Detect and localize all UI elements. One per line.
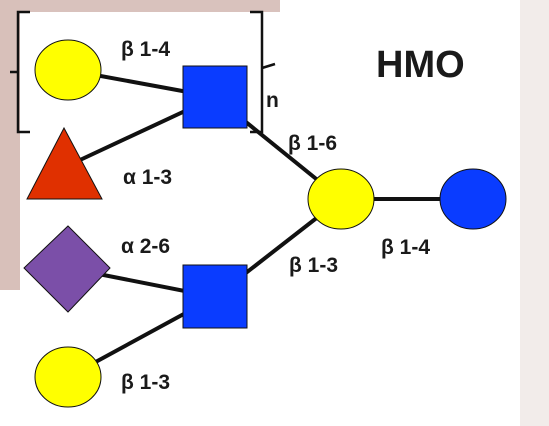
galactose-top-circle bbox=[34, 39, 102, 101]
residues bbox=[23, 39, 507, 408]
label-beta-1-4-core: β 1-4 bbox=[381, 236, 430, 259]
repeat-n-label: n bbox=[266, 89, 279, 112]
bracket-right-tick bbox=[261, 62, 276, 70]
fucose-triangle bbox=[26, 126, 103, 200]
label-alpha-2-6: α 2-6 bbox=[121, 235, 170, 258]
linkage-labels: β 1-4 α 1-3 β 1-6 β 1-4 β 1-3 α 2-6 β 1-… bbox=[121, 38, 465, 394]
label-alpha-1-3: α 1-3 bbox=[123, 166, 172, 189]
glcnac-bottom-square bbox=[182, 264, 248, 329]
glcnac-top-square bbox=[182, 65, 248, 129]
diagram-title: HMO bbox=[376, 44, 465, 86]
bracket-right bbox=[250, 10, 264, 134]
label-beta-1-6: β 1-6 bbox=[288, 132, 337, 155]
label-beta-1-3-bottom: β 1-3 bbox=[121, 371, 170, 394]
label-beta-1-3-core: β 1-3 bbox=[289, 254, 338, 277]
glucose-circle bbox=[439, 168, 507, 230]
glycosidic-bonds bbox=[66, 68, 475, 379]
sialic-acid-diamond bbox=[23, 225, 111, 313]
label-beta-1-4-top: β 1-4 bbox=[121, 38, 170, 61]
galactose-core-circle bbox=[307, 168, 375, 230]
galactose-bottom-circle bbox=[34, 346, 102, 408]
